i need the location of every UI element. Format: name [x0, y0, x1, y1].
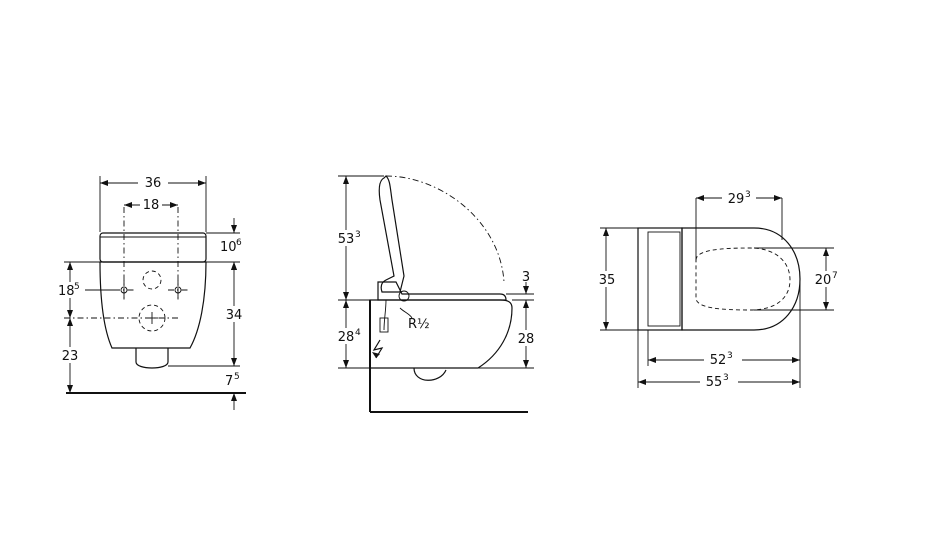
dim-seat-gap: 3 — [522, 270, 530, 285]
dim-lid-height-sup: 3 — [355, 230, 361, 240]
dim-lid-height: 53 — [338, 232, 355, 247]
bowl-top — [681, 227, 801, 331]
side-view: 53 3 3 28 4 28 R½ — [333, 175, 538, 413]
dim-bottom-gap-sup: 5 — [234, 372, 240, 382]
dim-width-inner: 18 — [143, 198, 160, 213]
top-view: 29 3 35 20 7 52 3 55 3 — [596, 190, 840, 390]
seat-slab — [99, 232, 207, 263]
dim-seat-width: 20 — [815, 273, 832, 288]
dim-seat-width-sup: 7 — [832, 271, 838, 281]
dim-top-height-sup: 6 — [236, 238, 242, 248]
connector — [379, 317, 389, 333]
dim-depth: 35 — [599, 273, 616, 288]
dim-wall-height-right: 28 — [518, 332, 535, 347]
dim-upper-offset-sup: 5 — [74, 282, 80, 292]
dim-upper-offset: 18 — [58, 284, 75, 299]
water-inlet — [398, 290, 410, 302]
dim-wall-height-left: 28 — [338, 330, 355, 345]
dim-length-inner: 52 — [710, 353, 727, 368]
dim-floor-offset: 23 — [62, 349, 79, 364]
dim-length-outer: 55 — [706, 375, 723, 390]
bowl-side — [369, 299, 513, 369]
dim-inner-width-sup: 3 — [745, 190, 751, 200]
outlet — [135, 348, 169, 369]
lid-raised — [378, 175, 405, 293]
front-view: 36 18 10 6 18 5 34 23 7 5 — [55, 175, 246, 410]
dim-length-inner-sup: 3 — [727, 351, 733, 361]
dim-width-outer: 36 — [145, 176, 162, 191]
seat-opening — [695, 247, 791, 311]
electric-icon — [372, 339, 384, 359]
drain-circle — [138, 304, 166, 332]
back-module — [637, 227, 683, 331]
dim-inner-width: 29 — [728, 192, 745, 207]
pipe-thread-label: R½ — [408, 317, 430, 332]
dim-wall-height-left-sup: 4 — [355, 328, 361, 338]
bowl-outline — [99, 261, 207, 349]
dim-bottom-gap: 7 — [225, 374, 233, 389]
outlet-side — [413, 367, 447, 381]
seat-side — [377, 281, 507, 301]
fixing-circle-upper — [142, 270, 162, 290]
dim-body-height: 34 — [226, 308, 243, 323]
dim-top-height: 10 — [220, 240, 237, 255]
lid-swing-arc — [385, 175, 505, 283]
dim-length-outer-sup: 3 — [723, 373, 729, 383]
